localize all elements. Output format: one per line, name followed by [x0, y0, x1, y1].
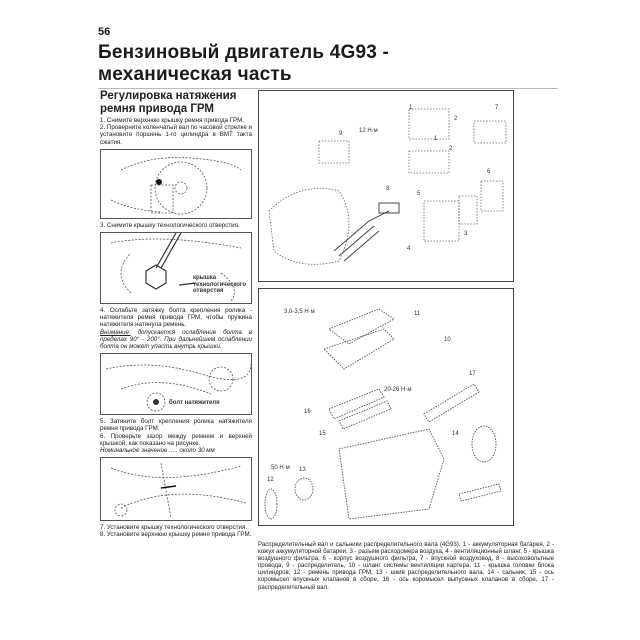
callout-14: 14: [452, 431, 459, 437]
figure-tensioner: болт натяжителя: [100, 353, 252, 416]
callout-16: 16: [304, 409, 311, 415]
callout-1a: 1: [409, 105, 413, 111]
crankshaft-illustration-icon: [110, 156, 242, 215]
page-title-line1: Бензиновый двигатель 4G93 -: [98, 42, 390, 63]
warning-text: допускается ослабление болта в пределах …: [100, 328, 252, 351]
callout-11: 11: [414, 311, 421, 317]
belt-gap-illustration-icon: [110, 463, 247, 519]
engine-components-exploded-icon: [268, 108, 507, 265]
callout-torque-12: 12 Н·м: [359, 128, 378, 134]
tensioner-illustration-icon: [105, 364, 251, 412]
figure-engine-components-top: 1 1 2 2 3 4 5 6 7 8 9 12 Н·м: [258, 90, 514, 282]
camshaft-exploded-icon: [264, 308, 502, 520]
figure-belt-gap: [100, 457, 252, 522]
section-title: Регулировка натяжения ремня привода ГРМ: [100, 90, 237, 115]
warning-label: Внимание:: [100, 328, 131, 336]
callout-10: 10: [444, 337, 451, 343]
figure-label-inspection-cover: крышка технологического отверстия: [193, 275, 247, 295]
callout-8: 8: [386, 186, 390, 192]
figure-crankshaft: [100, 148, 252, 219]
callout-15: 15: [319, 431, 326, 437]
figure-label-tensioner-bolt: болт натяжителя: [169, 400, 220, 407]
caption-title: Распределительный вал и сальники распред…: [258, 541, 461, 548]
callout-9: 9: [339, 131, 343, 137]
caption-text: 1 - аккумуляторная батарея, 2 - кожух ак…: [258, 541, 555, 591]
callout-1b: 1: [434, 136, 438, 142]
callout-torque-20: 20-26 Н·м: [384, 387, 412, 393]
warning-note: Внимание: допускается ослабление болта в…: [100, 329, 252, 351]
step-6: 6. Проверьте зазор между ремнем и верхне…: [100, 432, 252, 447]
step-3: 3. Снимите крышку технологического отвер…: [100, 221, 240, 229]
figure-inspection-hole: крышка технологического отверстия: [100, 232, 252, 305]
title-divider: [98, 88, 558, 89]
callout-13: 13: [299, 467, 306, 473]
callout-6: 6: [487, 169, 491, 175]
nominal-value: Номинальное значение ..... около 30 мм: [100, 447, 215, 455]
figure-camshaft-components: 3,0-3,5 Н·м 10 11 12 13 14 15 16 17 20-2…: [258, 288, 514, 526]
left-column: Регулировка натяжения ремня привода ГРМ …: [100, 90, 252, 539]
inspection-cover-illustration-icon: [110, 233, 242, 302]
step-4: 4. Ослабьте затяжку болта крепления роли…: [100, 307, 252, 329]
step-7: 7. Установите крышку технологического от…: [100, 524, 248, 532]
step-1: 1. Снимите верхнюю крышку ремня привода …: [100, 117, 244, 124]
callout-17: 17: [469, 371, 476, 377]
callout-torque-3: 3,0-3,5 Н·м: [284, 309, 315, 315]
callout-2b: 2: [449, 146, 453, 152]
callout-2a: 2: [454, 116, 458, 122]
step-5: 5. Затяните болт крепления ролика натяжи…: [100, 418, 252, 433]
page-number: 56: [98, 26, 111, 38]
figure-caption: Распределительный вал и сальники распред…: [258, 541, 554, 591]
page-title-line2: механическая часть: [98, 64, 292, 85]
callout-torque-50: 50 Н·м: [271, 465, 290, 471]
callout-12: 12: [267, 477, 274, 483]
step-8: 8. Установите верхнюю крышку ремня приво…: [100, 531, 252, 539]
callout-7: 7: [495, 105, 499, 111]
callout-3: 3: [464, 231, 468, 237]
callout-5: 5: [417, 191, 421, 197]
page-title: Бензиновый двигатель 4G93 - механическая…: [98, 42, 498, 86]
step-2: 2. Проверните коленчатый вал по часовой …: [100, 124, 252, 146]
callout-4: 4: [407, 246, 411, 252]
